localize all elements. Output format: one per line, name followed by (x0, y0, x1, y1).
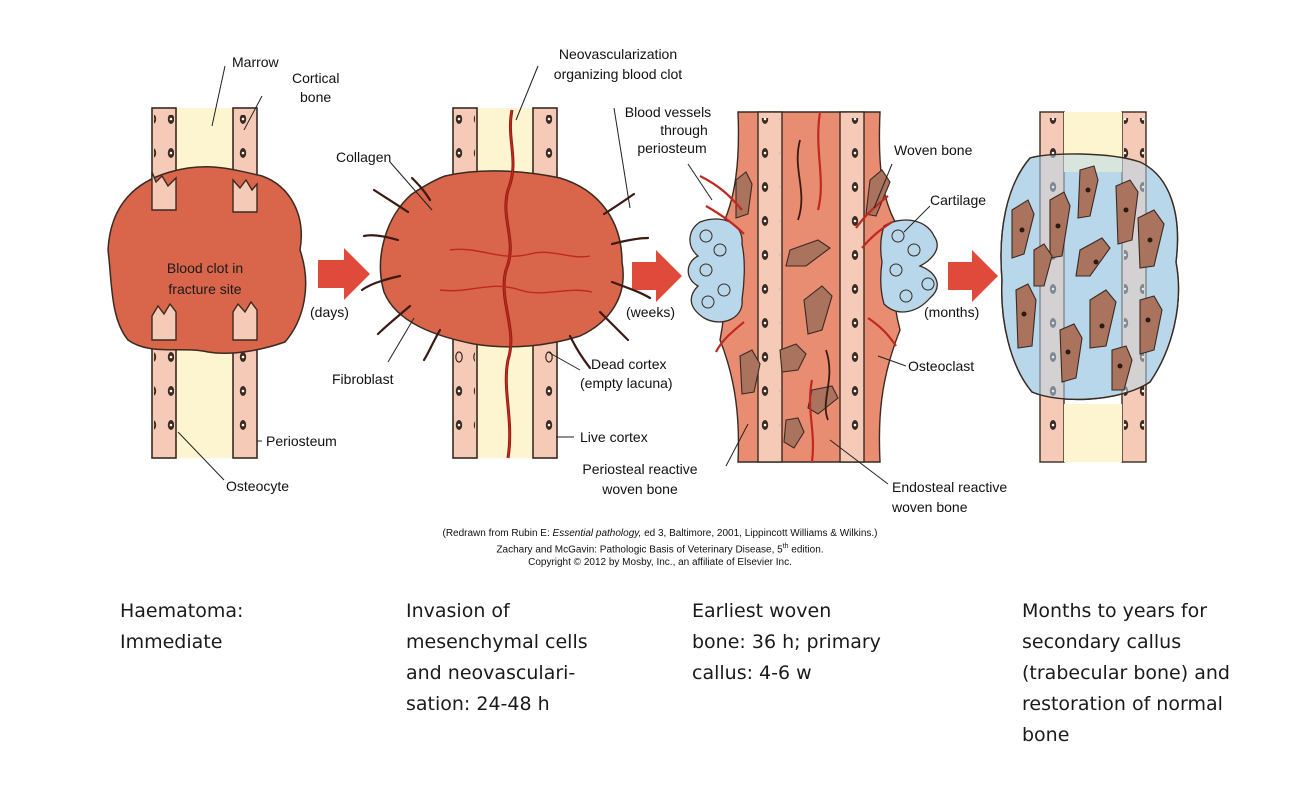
stage-4-remodelling (1000, 111, 1180, 463)
caption-4-line-4: restoration of normal (1022, 693, 1223, 715)
organizing-clot (379, 170, 624, 348)
clot-label-line1: Blood clot in (167, 260, 243, 276)
osteocyte-label: Osteocyte (226, 478, 289, 494)
caption-4-line-1: Months to years for (1022, 600, 1208, 622)
credit-line2-pre: Zachary and McGavin: Pathologic Basis of… (496, 544, 783, 556)
cortical-label-line1: Cortical (292, 70, 339, 86)
credit-line1-pre: (Redrawn from Rubin E: (442, 528, 553, 539)
arrow-weeks-label: (weeks) (626, 304, 675, 320)
caption-3-line-1: Earliest woven (692, 600, 832, 622)
clot-label-line2: fracture site (168, 281, 241, 297)
credit-line1-post: ed 3, Baltimore, 2001, Lippincott Willia… (641, 528, 878, 539)
woven-bone-label: Woven bone (894, 142, 973, 158)
caption-4-line-5: bone (1022, 724, 1070, 746)
credit-line-1: (Redrawn from Rubin E: Essential patholo… (300, 527, 1020, 540)
caption-woven-bone: Earliest woven bone: 36 h; primary callu… (692, 596, 881, 689)
caption-1-line-1: Haematoma: (120, 600, 244, 622)
live-cortex-label: Live cortex (580, 429, 648, 445)
caption-3-line-2: bone: 36 h; primary (692, 631, 881, 653)
arrow-days: (days) (310, 248, 370, 320)
caption-1-line-2: Immediate (120, 631, 223, 653)
figure-credit: (Redrawn from Rubin E: Essential patholo… (300, 527, 1020, 569)
caption-4-line-2: secondary callus (1022, 631, 1182, 653)
periosteal-woven-label-line2: woven bone (601, 481, 678, 497)
dead-cortex-label-line1: Dead cortex (591, 356, 666, 372)
neovasc-label-line1: Neovascularization (559, 46, 677, 62)
stage-2-organization: Neovascularization organizing blood clot… (332, 46, 698, 497)
neovasc-label-line2: organizing blood clot (554, 66, 683, 82)
caption-remodelling: Months to years for secondary callus (tr… (1022, 596, 1230, 751)
cartilage-label: Cartilage (930, 192, 986, 208)
stage-1-haematoma: Blood clot in fracture site Marrow Corti… (107, 54, 339, 494)
credit-line-3: Copyright © 2012 by Mosby, Inc., an affi… (528, 557, 792, 569)
caption-2-line-4: sation: 24-48 h (406, 693, 550, 715)
caption-4-line-3: (trabecular bone) and (1022, 662, 1230, 684)
caption-3-line-3: callus: 4-6 w (692, 662, 812, 684)
dead-cortex-label-line2: (empty lacuna) (580, 375, 673, 391)
caption-2-line-2: mesenchymal cells (406, 631, 588, 653)
arrow-days-label: (days) (310, 304, 349, 320)
marrow-label: Marrow (232, 54, 280, 70)
caption-2-line-1: Invasion of (406, 600, 510, 622)
cartilage-left (687, 218, 745, 323)
credit-line2-sup: th (782, 543, 789, 550)
arrow-months: (months) (924, 250, 998, 320)
vessels-label-line2: through (660, 122, 707, 138)
cartilage-right (880, 219, 938, 313)
caption-invasion: Invasion of mesenchymal cells and neovas… (406, 596, 588, 720)
endosteal-woven-label-line2: woven bone (891, 499, 968, 515)
cortical-label-line2: bone (300, 89, 331, 105)
arrow-months-label: (months) (924, 304, 979, 320)
fibroblast-label: Fibroblast (332, 371, 394, 387)
arrow-weeks: (weeks) (626, 250, 682, 320)
vessels-label-line1: Blood vessels (625, 104, 711, 120)
osteoclast-label: Osteoclast (908, 358, 974, 374)
periosteum-label: Periosteum (266, 433, 337, 449)
vessels-label-line3: periosteum (637, 140, 706, 156)
credit-line1-italic: Essential pathology, (552, 528, 642, 539)
stage-3-woven-bone: Blood vessels through periosteum Woven b… (625, 104, 1008, 515)
endosteal-woven-label-line1: Endosteal reactive (892, 479, 1007, 495)
collagen-label: Collagen (336, 149, 391, 165)
credit-line2-post: edition. (788, 544, 824, 556)
caption-haematoma: Haematoma: Immediate (120, 596, 243, 658)
credit-line-2: Zachary and McGavin: Pathologic Basis of… (300, 540, 1020, 556)
periosteal-woven-label-line1: Periosteal reactive (582, 461, 697, 477)
caption-2-line-3: and neovasculari- (406, 662, 576, 684)
